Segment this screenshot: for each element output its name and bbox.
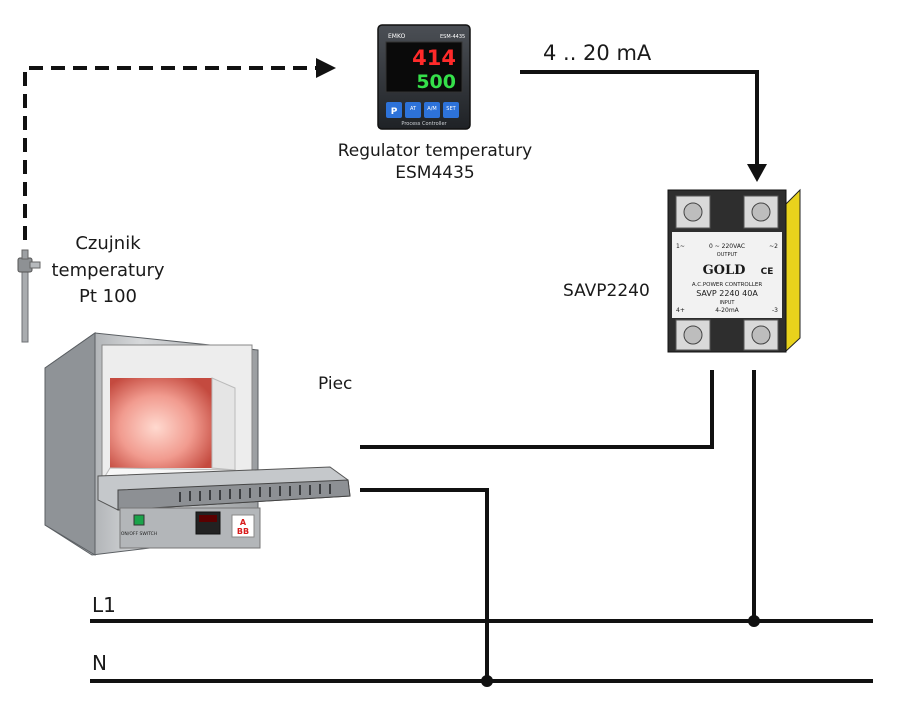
regulator-footer: Process Controller bbox=[401, 121, 447, 127]
l1-label: L1 bbox=[92, 593, 116, 617]
regulator-key-at: AT bbox=[410, 106, 417, 112]
regulator-key-am: A/M bbox=[427, 106, 436, 112]
relay-term-2: ~2 bbox=[769, 243, 778, 250]
regulator-brand: EMKO bbox=[388, 33, 406, 40]
sensor-label-line3: Pt 100 bbox=[79, 286, 137, 307]
furnace-to-n-wire bbox=[360, 488, 489, 680]
relay-term-4: 4+ bbox=[676, 307, 685, 314]
furnace-badge-bottom: BB bbox=[237, 527, 249, 536]
signal-4-20ma-wire bbox=[520, 70, 759, 168]
relay-name-label: SAVP2240 bbox=[563, 281, 650, 301]
dashed-arrow-head bbox=[316, 58, 336, 78]
furnace-badge-top: A bbox=[240, 518, 247, 527]
furnace-device: ON/OFF SWITCH A BB bbox=[44, 332, 351, 556]
regulator-model-small: ESM-4435 bbox=[440, 34, 465, 40]
temperature-sensor-icon bbox=[17, 249, 41, 343]
relay-brand: GOLD bbox=[703, 263, 746, 278]
regulator-model-label: ESM4435 bbox=[395, 163, 474, 183]
furnace-switch-label: ON/OFF SWITCH bbox=[121, 531, 157, 537]
signal-arrow-head bbox=[747, 164, 767, 182]
n-junction-dot bbox=[481, 675, 493, 687]
regulator-key-p: P bbox=[391, 107, 398, 117]
furnace-to-relay-wire bbox=[360, 370, 714, 449]
relay-term-3: -3 bbox=[772, 307, 778, 314]
sensor-label-line2: temperatury bbox=[51, 260, 164, 281]
regulator-name-label: Regulator temperatury bbox=[338, 141, 533, 161]
sensor-feedback-dashed-line bbox=[23, 66, 318, 240]
wiring bbox=[23, 58, 873, 687]
relay-output-label: OUTPUT bbox=[717, 252, 738, 258]
regulator-device: EMKO ESM-4435 414 500 P AT A/M SET Proce… bbox=[377, 24, 471, 130]
l1-junction-dot bbox=[748, 615, 760, 627]
relay-output-range: 0 ~ 220VAC bbox=[709, 243, 745, 250]
relay-ce-mark: CE bbox=[761, 267, 774, 277]
power-relay-device: 1~ 0 ~ 220VAC ~2 OUTPUT GOLD CE A.C.POWE… bbox=[667, 188, 801, 353]
relay-term-1: 1~ bbox=[676, 243, 685, 250]
relay-type-text: A.C.POWER CONTROLLER bbox=[692, 282, 763, 288]
relay-model-text: SAVP 2240 40A bbox=[696, 289, 758, 298]
regulator-display-sv: 500 bbox=[416, 71, 456, 93]
regulator-display-pv: 414 bbox=[412, 46, 456, 70]
sensor-label-line1: Czujnik bbox=[75, 233, 141, 254]
relay-input-label: INPUT bbox=[720, 300, 736, 306]
furnace-label: Piec bbox=[318, 374, 352, 394]
relay-input-range: 4-20mA bbox=[715, 307, 739, 314]
regulator-key-set: SET bbox=[446, 106, 456, 112]
n-label: N bbox=[92, 651, 107, 675]
signal-label: 4 .. 20 mA bbox=[543, 41, 652, 65]
